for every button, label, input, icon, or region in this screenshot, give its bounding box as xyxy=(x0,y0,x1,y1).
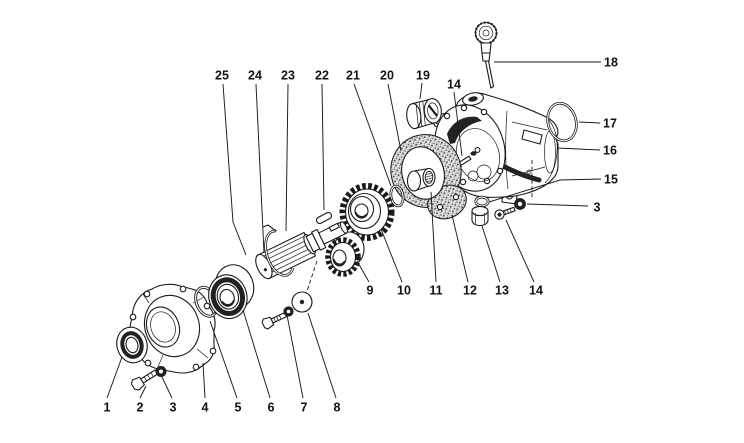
leader-line-17-16 xyxy=(578,121,601,124)
leader-line-11-10 xyxy=(430,191,437,283)
leader-line-9-8 xyxy=(356,260,370,283)
leader-line-3-2 xyxy=(161,376,173,399)
leader-line-16-15 xyxy=(556,147,601,151)
leader-line-1-0 xyxy=(106,356,123,399)
o-ring-large xyxy=(546,101,578,143)
callout-number-3-18: 3 xyxy=(594,201,601,215)
callout-number-21-21: 21 xyxy=(346,69,360,83)
callout-number-6-5: 6 xyxy=(268,401,275,415)
callout-number-15-14: 15 xyxy=(604,173,618,187)
leader-line-7-6 xyxy=(286,314,304,399)
bolt-washer xyxy=(283,306,294,317)
oil-seal xyxy=(116,326,148,364)
callout-number-24-24: 24 xyxy=(248,69,262,83)
callout-number-19-19: 19 xyxy=(416,69,430,83)
needle-bushing xyxy=(406,167,436,192)
callout-number-12-11: 12 xyxy=(463,284,477,298)
callout-number-14-26: 14 xyxy=(447,78,461,92)
callout-number-3-2: 3 xyxy=(170,401,177,415)
woodruff-key xyxy=(315,211,333,225)
small-bolt xyxy=(261,312,288,330)
callout-number-16-15: 16 xyxy=(603,144,617,158)
leader-line-22-22 xyxy=(321,83,325,211)
callout-number-23-23: 23 xyxy=(281,69,295,83)
leader-line-3-18 xyxy=(526,203,589,207)
breather-plug xyxy=(406,98,442,130)
ball-bearing xyxy=(208,264,255,320)
callout-number-11-10: 11 xyxy=(429,284,442,298)
callout-number-7-6: 7 xyxy=(301,401,308,415)
small-o-ring xyxy=(389,184,405,208)
seal-ring xyxy=(474,195,490,208)
callout-number-25-25: 25 xyxy=(215,69,229,83)
callout-number-20-20: 20 xyxy=(380,69,394,83)
callout-number-2-1: 2 xyxy=(137,401,144,415)
callout-number-1-0: 1 xyxy=(104,401,111,415)
leader-line-6-5 xyxy=(242,309,271,399)
washer-right xyxy=(514,198,526,210)
retaining-clip xyxy=(262,224,295,277)
leader-line-24-24 xyxy=(255,83,265,254)
callout-number-9-8: 9 xyxy=(367,284,374,298)
pinion-gear xyxy=(325,231,365,277)
leader-line-23-23 xyxy=(285,83,289,232)
thrust-disc xyxy=(291,291,313,313)
leader-line-25-25 xyxy=(222,83,247,256)
cover-plate xyxy=(129,283,217,374)
leader-line-21-21 xyxy=(353,83,392,187)
drain-plug xyxy=(471,205,489,227)
axis-line-disc xyxy=(305,260,318,295)
leader-line-4-3 xyxy=(202,362,206,399)
leader-line-20-20 xyxy=(387,83,402,152)
callout-number-5-4: 5 xyxy=(235,401,242,415)
callout-number-18-17: 18 xyxy=(604,56,618,70)
callout-number-10-9: 10 xyxy=(397,284,411,298)
dipstick xyxy=(474,21,498,89)
callout-number-14-13: 14 xyxy=(529,284,543,298)
leader-line-5-4 xyxy=(209,320,238,399)
washer-left xyxy=(155,366,167,377)
callout-number-22-22: 22 xyxy=(315,69,329,83)
leader-line-19-19 xyxy=(419,82,423,100)
leader-line-13-12 xyxy=(481,225,501,283)
callout-number-13-12: 13 xyxy=(495,284,509,298)
leader-line-10-9 xyxy=(380,228,403,283)
leader-line-2-1 xyxy=(139,385,147,399)
callout-number-17-16: 17 xyxy=(603,117,617,131)
leader-line-8-7 xyxy=(307,312,337,399)
drain-bolt xyxy=(494,206,516,220)
leader-line-14-13 xyxy=(505,219,535,283)
driven-gear xyxy=(339,183,395,241)
leader-line-15-14 xyxy=(488,178,602,203)
callout-number-8-7: 8 xyxy=(334,401,341,415)
callout-number-4-3: 4 xyxy=(202,401,209,415)
leader-line-12-11 xyxy=(451,214,469,283)
leader-line-14-26 xyxy=(453,91,463,157)
